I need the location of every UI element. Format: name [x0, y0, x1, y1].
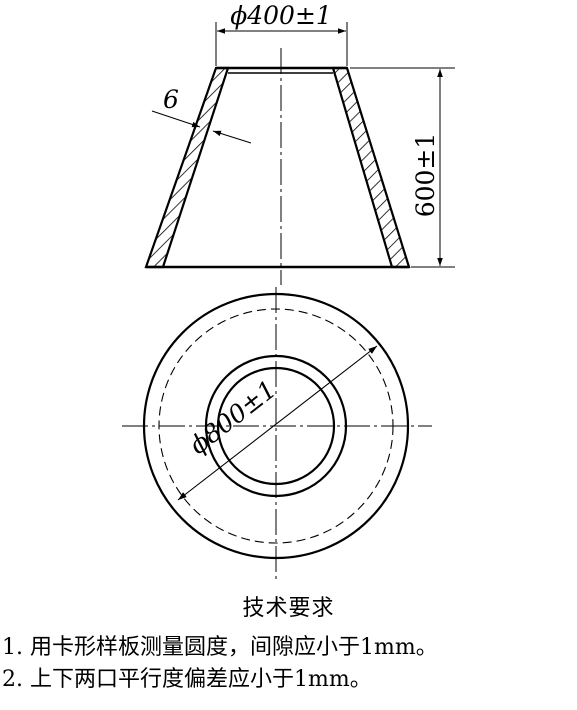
right-wall-section: [331, 66, 411, 269]
height-label: 600±1: [411, 133, 440, 218]
requirements-title: 技术要求: [242, 596, 335, 621]
top-view: [122, 287, 432, 580]
requirement-item-2: 2. 上下两口平行度偏差应小于1mm。: [2, 667, 372, 692]
cone-engineering-drawing: ϕ400±1 6 600±1 ϕ800±1: [122, 1, 455, 580]
technical-requirements: 技术要求 1. 用卡形样板测量圆度，间隙应小于1mm。 2. 上下两口平行度偏差…: [0, 590, 577, 696]
height-dimension: 600±1: [350, 67, 455, 268]
thickness-dimension: 6: [151, 85, 252, 144]
top-diameter-dimension: ϕ400±1: [215, 1, 348, 66]
requirement-item-1: 1. 用卡形样板测量圆度，间隙应小于1mm。: [2, 635, 438, 660]
top-diameter-label: ϕ400±1: [230, 1, 332, 30]
left-wall-section: [144, 66, 230, 269]
front-view: [144, 48, 411, 285]
thickness-label: 6: [163, 85, 179, 114]
